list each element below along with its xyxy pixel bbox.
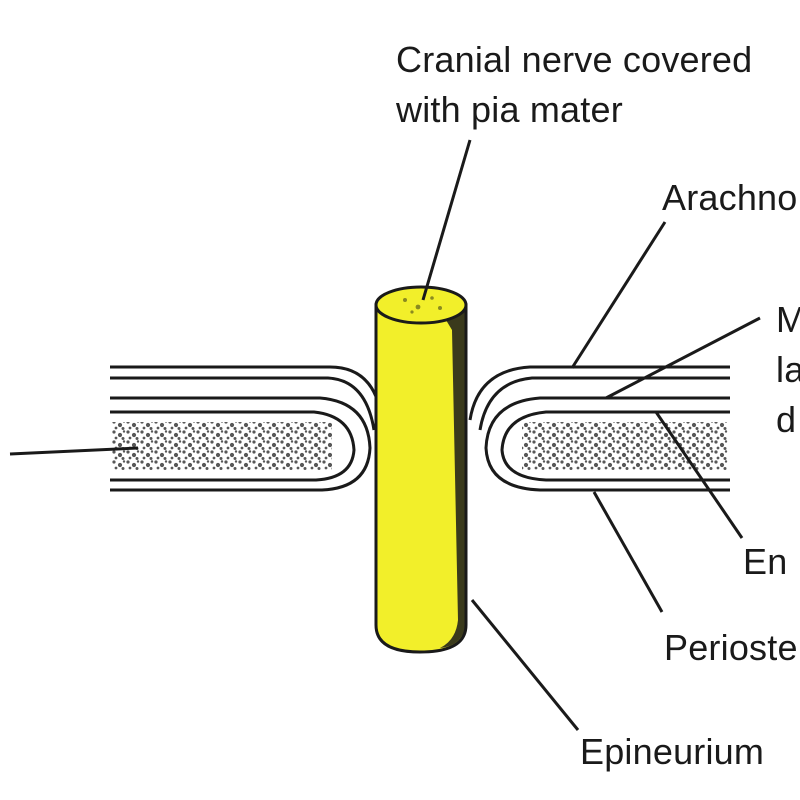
right-bone — [522, 422, 728, 470]
nerve-shadow — [440, 305, 466, 648]
nerve-body — [374, 303, 468, 654]
right-layers — [468, 365, 730, 492]
leader-arachnoid — [570, 221, 667, 369]
nerve-top-texture — [403, 296, 442, 314]
leader-meningeal — [605, 316, 761, 400]
leader-lines — [9, 139, 761, 731]
label-periosteal: Perioste — [664, 627, 798, 668]
right-dura-inner — [500, 410, 730, 482]
label-meningeal-line1: M — [776, 299, 800, 340]
label-meningeal-line3: d — [776, 399, 797, 440]
right-arachnoid-layer — [468, 365, 730, 421]
left-dura-outer — [110, 396, 372, 492]
label-cranial-nerve-line2: with pia mater — [396, 89, 623, 130]
label-arachnoid: Arachno — [662, 177, 798, 218]
label-meningeal-line2: la — [776, 349, 800, 390]
left-arachnoid-layer-inner — [110, 376, 376, 431]
leader-epineurium — [470, 599, 580, 731]
right-dura-outer — [484, 396, 730, 492]
leader-cranial-nerve — [421, 139, 472, 301]
left-dura-inner — [110, 410, 356, 482]
cranial-nerve — [374, 285, 468, 654]
leader-periosteal — [592, 491, 664, 613]
label-cranial-nerve-line1: Cranial nerve covered — [396, 39, 753, 80]
leader-left — [9, 446, 139, 456]
label-endosteal: En — [743, 541, 788, 582]
left-bone — [112, 422, 332, 470]
right-arachnoid-layer-inner — [478, 376, 730, 431]
label-epineurium: Epineurium — [580, 731, 765, 772]
nerve-top — [374, 285, 468, 325]
leader-endosteal — [654, 411, 744, 539]
